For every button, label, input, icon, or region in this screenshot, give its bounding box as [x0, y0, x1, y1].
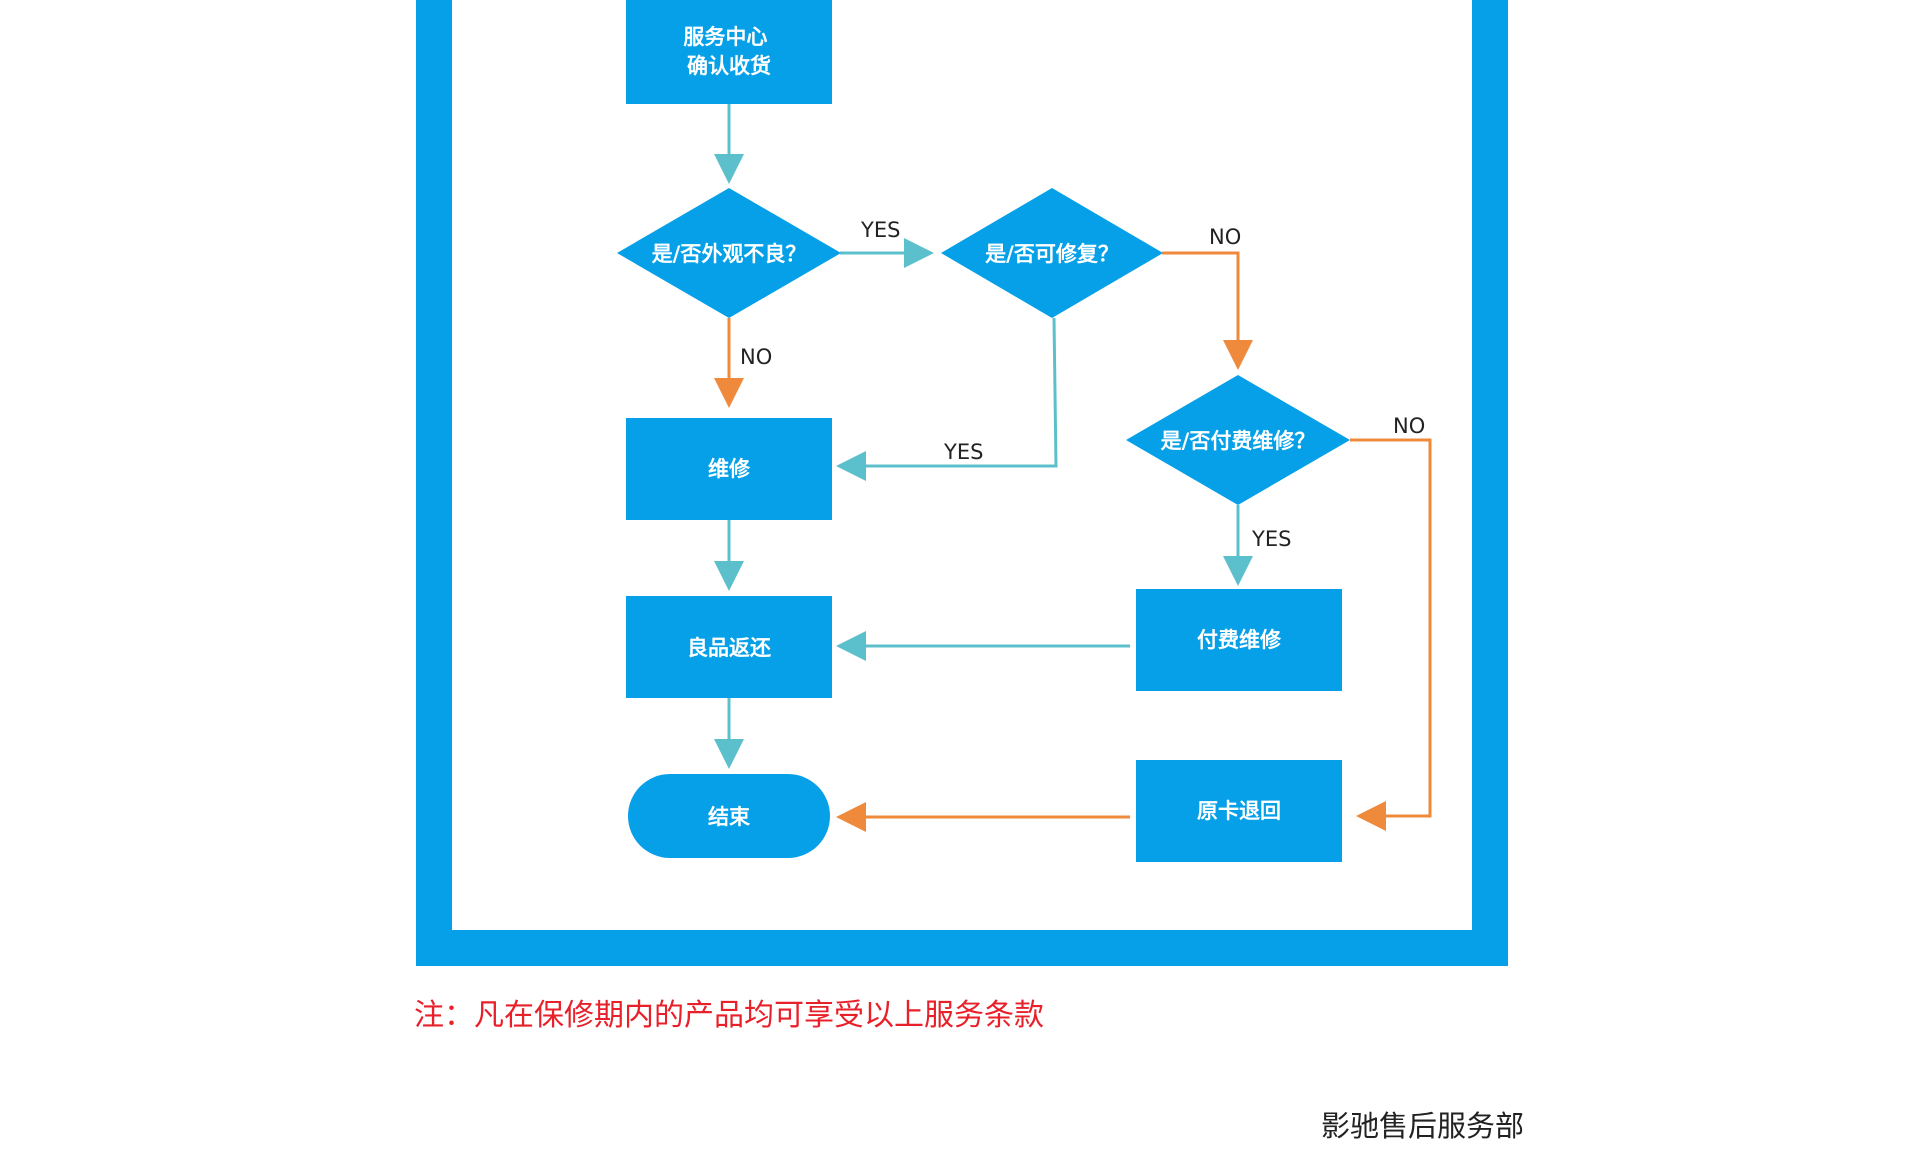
node-return-good-label: 良品返还 [687, 636, 772, 660]
edge-label-appearance-no: NO [740, 345, 772, 369]
node-check-paid-label: 是/否付费维修？ [1161, 429, 1316, 453]
node-confirm-receipt-line-2: 确认收货 [687, 54, 771, 78]
edge-repairable-to-repair [836, 317, 1058, 481]
node-check-repairable [941, 188, 1163, 318]
edge-label-paid-yes: YES [1251, 527, 1291, 551]
outer-frame [416, 0, 1508, 966]
node-check-repairable-label: 是/否可修复？ [985, 242, 1119, 266]
node-return-original-label: 原卡退回 [1197, 799, 1281, 823]
node-check-paid [1126, 375, 1350, 505]
node-check-appearance-label: 是/否外观不良？ [652, 242, 807, 266]
node-return-good [626, 596, 832, 698]
node-return-original [1136, 760, 1342, 862]
department-signature: 影驰售后服务部 [1320, 1109, 1524, 1143]
node-paid-repair-label: 付费维修 [1197, 628, 1282, 652]
svg-text:服务中心 确认收货: 服务中心 确认收货 [683, 25, 774, 78]
node-check-appearance [617, 188, 841, 318]
edge-label-appearance-yes: YES [860, 218, 900, 242]
service-note: 注：凡在保修期内的产品均可享受以上服务条款 [414, 998, 1044, 1033]
edge-repairable-to-paid [1162, 251, 1253, 370]
edge-paid-to-return-original [1350, 438, 1432, 831]
node-confirm-receipt [626, 0, 832, 104]
node-repair [626, 418, 832, 520]
node-repair-label: 维修 [708, 457, 751, 481]
node-paid-repair [1136, 589, 1342, 691]
edge-label-paid-no: NO [1393, 414, 1425, 438]
edge-label-repairable-no: NO [1209, 225, 1241, 249]
node-end [628, 774, 830, 858]
node-confirm-receipt-line-1: 服务中心 [683, 25, 767, 49]
edge-label-repairable-yes: YES [943, 440, 983, 464]
node-end-label: 结束 [708, 805, 751, 829]
